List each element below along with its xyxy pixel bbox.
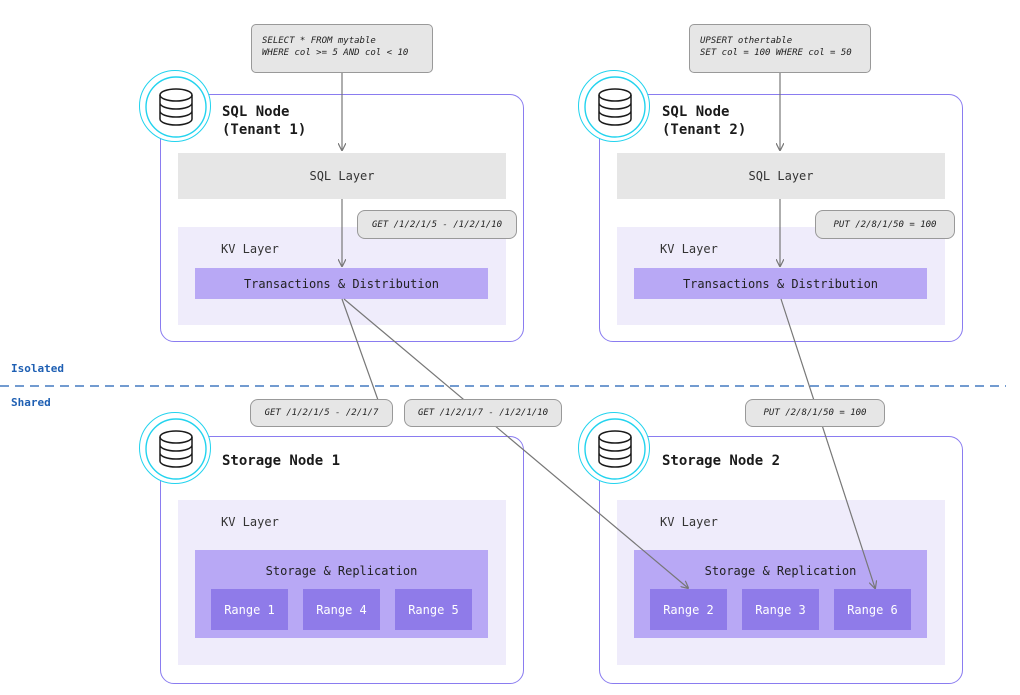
sql-layer-1: SQL Layer <box>178 153 506 199</box>
request-pill-2: PUT /2/8/1/50 = 100 <box>815 210 955 239</box>
kv-layer-label-3: KV Layer <box>221 515 279 529</box>
database-icon <box>139 70 211 142</box>
database-icon <box>139 412 211 484</box>
range-6: Range 6 <box>834 589 911 630</box>
query-box-1: SELECT * FROM mytable WHERE col >= 5 AND… <box>251 24 433 73</box>
flow-pill-get-b: GET /1/2/1/7 - /1/2/1/10 <box>404 399 562 427</box>
transactions-distribution-1: Transactions & Distribution <box>195 268 488 299</box>
shared-label: Shared <box>11 396 51 409</box>
database-icon <box>578 70 650 142</box>
sql-node-2-title: SQL Node (Tenant 2) <box>662 104 747 138</box>
kv-layer-label-4: KV Layer <box>660 515 718 529</box>
range-2: Range 2 <box>650 589 727 630</box>
flow-pill-put: PUT /2/8/1/50 = 100 <box>745 399 885 427</box>
range-5: Range 5 <box>395 589 472 630</box>
database-icon <box>578 412 650 484</box>
kv-layer-label-2: KV Layer <box>660 242 718 256</box>
storage-node-2-title: Storage Node 2 <box>662 453 781 469</box>
flow-pill-get-a: GET /1/2/1/5 - /2/1/7 <box>250 399 393 427</box>
storage-replication-label-2: Storage & Replication <box>704 564 857 578</box>
isolated-label: Isolated <box>11 362 64 375</box>
range-4: Range 4 <box>303 589 380 630</box>
request-pill-1: GET /1/2/1/5 - /1/2/1/10 <box>357 210 517 239</box>
sql-node-1-title: SQL Node (Tenant 1) <box>222 104 307 138</box>
kv-layer-label-1: KV Layer <box>221 242 279 256</box>
storage-replication-label-1: Storage & Replication <box>265 564 418 578</box>
range-1: Range 1 <box>211 589 288 630</box>
sql-layer-2: SQL Layer <box>617 153 945 199</box>
storage-node-1-title: Storage Node 1 <box>222 453 341 469</box>
range-3: Range 3 <box>742 589 819 630</box>
query-box-2: UPSERT othertable SET col = 100 WHERE co… <box>689 24 871 73</box>
transactions-distribution-2: Transactions & Distribution <box>634 268 927 299</box>
